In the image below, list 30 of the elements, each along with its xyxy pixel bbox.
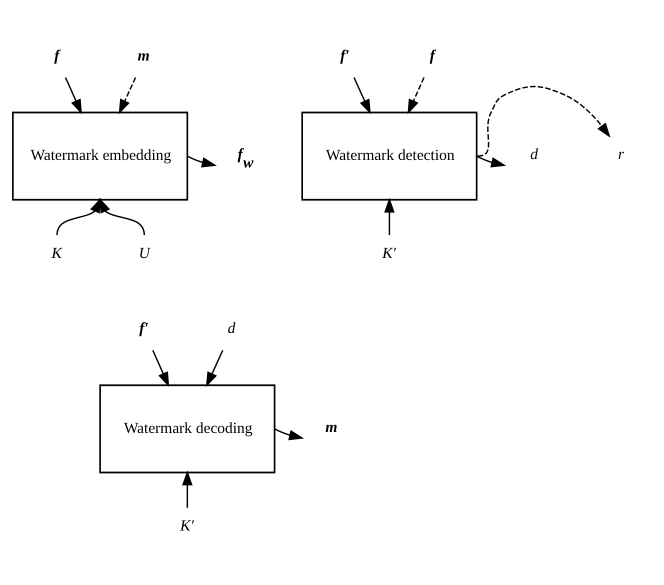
arrow [408, 77, 425, 114]
node-text: f [430, 47, 435, 64]
node-text: f [54, 47, 60, 64]
node-text: K′ [382, 244, 396, 262]
arrow [187, 155, 217, 168]
node-box: Watermark embedding [12, 112, 188, 201]
node-text: f′ [340, 47, 350, 64]
arrow [64, 77, 82, 114]
arrow [476, 155, 506, 168]
arrow [56, 198, 101, 236]
arrow [353, 77, 371, 114]
node-box: Watermark decoding [99, 384, 276, 474]
node-text: K [52, 244, 62, 262]
arrow [478, 86, 610, 157]
arrow [206, 350, 224, 388]
node-text: m [325, 418, 338, 436]
node-box: Watermark detection [301, 112, 478, 201]
node-text: d [228, 320, 236, 338]
node-text: r [618, 146, 624, 164]
arrow [118, 77, 136, 114]
arrow [152, 350, 170, 388]
node-text: f′ [139, 320, 149, 338]
node-text: U [138, 244, 150, 262]
arrow [99, 198, 145, 236]
arrow [384, 198, 395, 236]
node-text: m [138, 47, 150, 64]
arrow [182, 470, 193, 508]
node-text: d [530, 146, 538, 164]
arrow [274, 428, 304, 440]
node-text: K′ [180, 518, 194, 535]
